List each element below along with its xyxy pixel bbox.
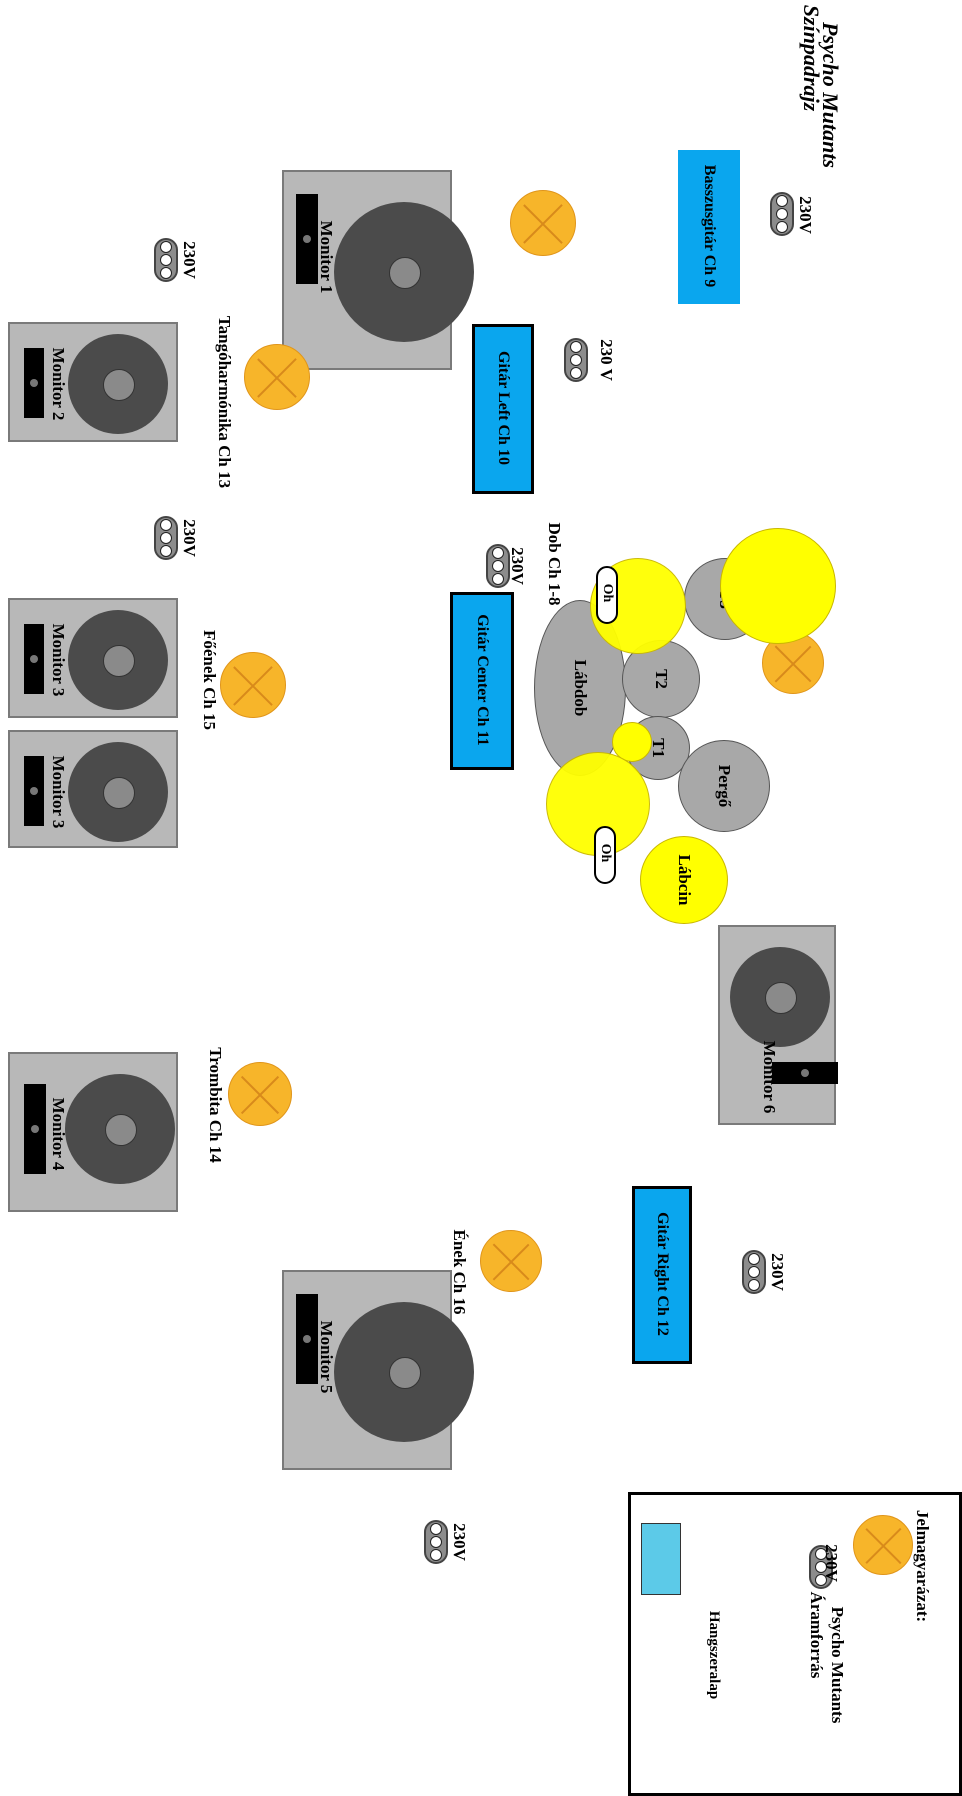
drum-label: Oh [600, 583, 615, 603]
drum-label: Pergő [715, 764, 734, 808]
amp-guitar-left[interactable]: Gitár Left Ch 10 [472, 324, 534, 494]
monitor-2[interactable]: Monitor 2 [8, 322, 178, 442]
microphone-icon[interactable] [480, 1230, 542, 1292]
power-label: 230V [796, 196, 815, 234]
monitor-6[interactable]: Monitor 6 [718, 925, 838, 1125]
speaker-port-icon [296, 1294, 318, 1384]
microphone-icon [853, 1515, 913, 1575]
speaker-port-icon [24, 624, 44, 694]
power-strip-icon[interactable] [154, 516, 178, 560]
legend-mic-label: Psycho Mutants [828, 1606, 847, 1724]
speaker-cone-icon [334, 1302, 474, 1442]
overhead-mic-1[interactable]: Oh [596, 566, 618, 624]
microphone-icon[interactable] [510, 190, 576, 256]
monitor-label: Monitor 4 [49, 1097, 68, 1171]
speaker-port-icon [24, 1084, 46, 1174]
stage-plan-subtitle: Színpadrajz [799, 4, 824, 112]
monitor-label: Monitor 3 [49, 755, 68, 829]
amp-guitar-right[interactable]: Gitár Right Ch 12 [632, 1186, 692, 1364]
legend-power-value: 230V [822, 1544, 841, 1582]
microphone-icon[interactable] [220, 652, 286, 718]
power-strip-icon[interactable] [424, 1520, 448, 1564]
microphone-icon[interactable] [228, 1062, 292, 1126]
monitor-label: Monitor 2 [49, 347, 68, 421]
monitor-5[interactable]: Monitor 5 [282, 1270, 474, 1470]
legend-amp-label: Hangszeralap [706, 1610, 722, 1700]
monitor-3a[interactable]: Monitor 3 [8, 598, 178, 718]
power-label: 230V [450, 1523, 469, 1561]
drum-label: Oh [598, 843, 613, 863]
speaker-cone-icon [334, 202, 474, 342]
power-label: 230V [180, 519, 199, 557]
amp-label: Basszusgitár Ch 9 [701, 164, 718, 288]
power-strip-icon[interactable] [154, 238, 178, 282]
power-strip-icon[interactable] [486, 544, 510, 588]
speaker-cone-icon [65, 1074, 175, 1184]
mic-label-dob: Dob Ch 1-8 [545, 522, 564, 606]
legend: Jelmagyarázat: Psycho Mutants 230V Áramf… [628, 1492, 962, 1796]
monitor-label: Monitor 6 [760, 1040, 779, 1114]
speaker-cone-icon [730, 947, 830, 1047]
drum-pergo[interactable]: Pergő [678, 740, 770, 832]
power-label: 230V [180, 241, 199, 279]
speaker-port-icon [24, 348, 44, 418]
drum-label: Lábdob [571, 659, 590, 717]
monitor-3b[interactable]: Monitor 3 [8, 730, 178, 848]
power-strip-icon[interactable] [564, 338, 588, 382]
legend-power-label: Áramforrás [807, 1591, 826, 1679]
mic-label-foenek: Főének Ch 15 [200, 629, 219, 731]
drum-label: Lábcin [675, 854, 694, 906]
amp-label: Gitár Center Ch 11 [474, 614, 491, 746]
monitor-label: Monitor 5 [317, 1320, 336, 1394]
speaker-port-icon [296, 194, 318, 284]
power-label: 230V [508, 547, 527, 585]
monitor-label: Monitor 1 [317, 220, 336, 294]
speaker-cone-icon [68, 334, 168, 434]
overhead-mic-2[interactable]: Oh [594, 826, 616, 884]
power-strip-icon[interactable] [742, 1250, 766, 1294]
monitor-1[interactable]: Monitor 1 [282, 170, 474, 370]
amp-bass[interactable]: Basszusgitár Ch 9 [678, 150, 740, 304]
mic-label-trombita: Trombita Ch 14 [206, 1047, 225, 1163]
cymbal-large[interactable] [720, 528, 836, 644]
monitor-label: Monitor 3 [49, 623, 68, 697]
speaker-cone-icon [68, 610, 168, 710]
power-label: 230V [768, 1253, 787, 1291]
legend-amp-swatch [641, 1523, 681, 1595]
drum-labcin[interactable]: Lábcin [640, 836, 728, 924]
legend-title: Jelmagyarázat: [913, 1509, 932, 1623]
speaker-port-icon [24, 756, 44, 826]
power-strip-icon[interactable] [770, 192, 794, 236]
mic-label-harmonika: Tangóharmónika Ch 13 [215, 315, 234, 489]
speaker-port-icon [772, 1062, 838, 1084]
microphone-icon[interactable] [244, 344, 310, 410]
amp-label: Gitár Right Ch 12 [654, 1212, 671, 1336]
speaker-cone-icon [68, 742, 168, 842]
mic-label-enek: Ének Ch 16 [450, 1229, 469, 1315]
drum-label: T2 [652, 669, 671, 689]
amp-label: Gitár Left Ch 10 [495, 351, 512, 465]
amp-guitar-center[interactable]: Gitár Center Ch 11 [450, 592, 514, 770]
monitor-4[interactable]: Monitor 4 [8, 1052, 178, 1212]
power-strip-icon [809, 1545, 833, 1589]
power-label: 230 V [597, 339, 616, 381]
